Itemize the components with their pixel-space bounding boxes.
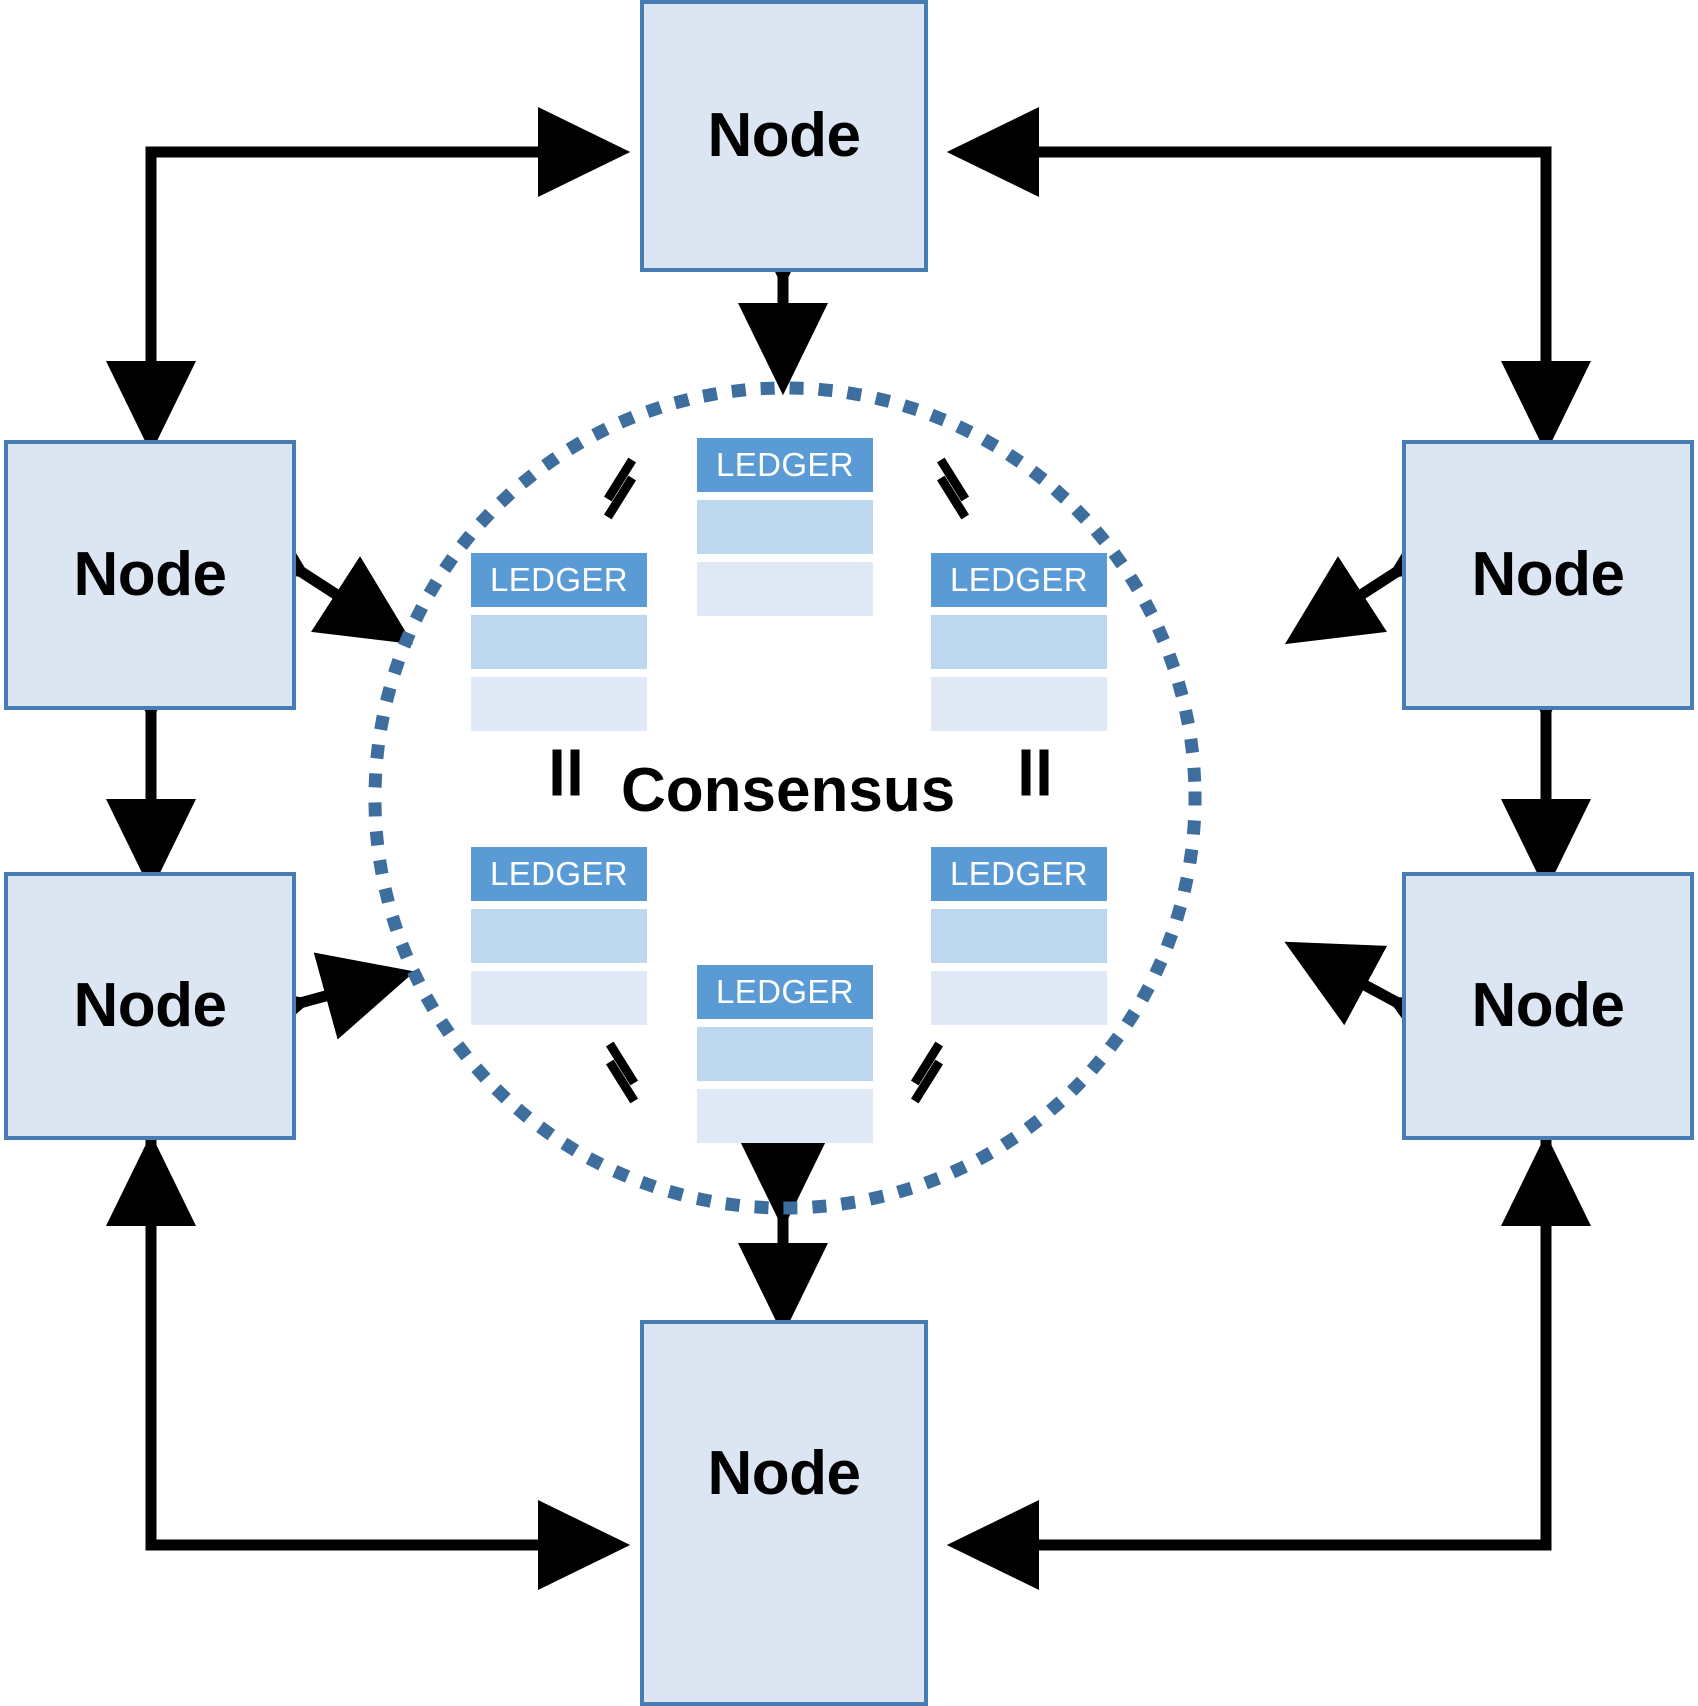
node-top-label: Node [707,101,862,170]
ledger-left-lower-row-1 [471,909,647,963]
ledger-bottom-row-1 [697,1027,873,1081]
node-left-upper-label: Node [73,540,228,609]
ledger-left-upper-row-1 [471,615,647,669]
node-left-upper[interactable]: Node [4,440,296,710]
wire-right-lower-to-consensus [1284,941,1490,1081]
equals-bottom-left-icon [597,1041,649,1104]
ledger-right-lower-row-2 [931,971,1107,1025]
node-right-lower-label: Node [1471,971,1626,1040]
wire-right-upper-to-consensus [1284,490,1489,645]
node-bottom[interactable]: Node [640,1320,928,1706]
node-top[interactable]: Node [640,0,928,272]
wire-left-upper-to-consensus [209,490,414,645]
ledger-right-upper-row-1 [931,615,1107,669]
node-bottom-label: Node [707,1439,862,1508]
ledger-left-lower-row-2 [471,971,647,1025]
ledger-right-lower-row-1 [931,909,1107,963]
ledger-right-lower[interactable]: LEDGER [931,847,1107,1025]
ledger-left-upper[interactable]: LEDGER [471,553,647,731]
ledger-left-upper-header: LEDGER [471,553,647,607]
node-right-upper-label: Node [1471,540,1626,609]
wire-left-lower-to-consensus [211,952,415,1068]
ledger-bottom-row-2 [697,1089,873,1143]
equals-bottom-right-icon [902,1041,954,1104]
ledger-top[interactable]: LEDGER [697,438,873,616]
wire-left-upper-to-top [105,106,631,454]
ledger-right-upper-row-2 [931,677,1107,731]
ledger-right-upper-header: LEDGER [931,553,1107,607]
node-right-lower[interactable]: Node [1402,872,1694,1140]
equals-top-right-icon [928,457,980,520]
wire-right-upper-to-top [946,106,1592,454]
ledger-left-upper-row-2 [471,677,647,731]
ledger-top-row-1 [697,500,873,554]
equals-top-left-icon [595,457,647,520]
ledger-top-header: LEDGER [697,438,873,492]
node-left-lower-label: Node [73,971,228,1040]
wire-left-lower-to-bottom [105,1133,631,1591]
ledger-left-lower-header: LEDGER [471,847,647,901]
ledger-top-row-2 [697,562,873,616]
ledger-right-lower-header: LEDGER [931,847,1107,901]
node-left-lower[interactable]: Node [4,872,296,1140]
wire-right-lower-to-bottom [946,1133,1592,1591]
equals-mid-left-icon [528,749,580,812]
ledger-bottom[interactable]: LEDGER [697,965,873,1143]
consensus-label: Consensus [621,756,956,825]
ledger-right-upper[interactable]: LEDGER [931,553,1107,731]
equals-mid-right-icon [997,749,1049,812]
ledger-bottom-header: LEDGER [697,965,873,1019]
node-right-upper[interactable]: Node [1402,440,1694,710]
ledger-left-lower[interactable]: LEDGER [471,847,647,1025]
